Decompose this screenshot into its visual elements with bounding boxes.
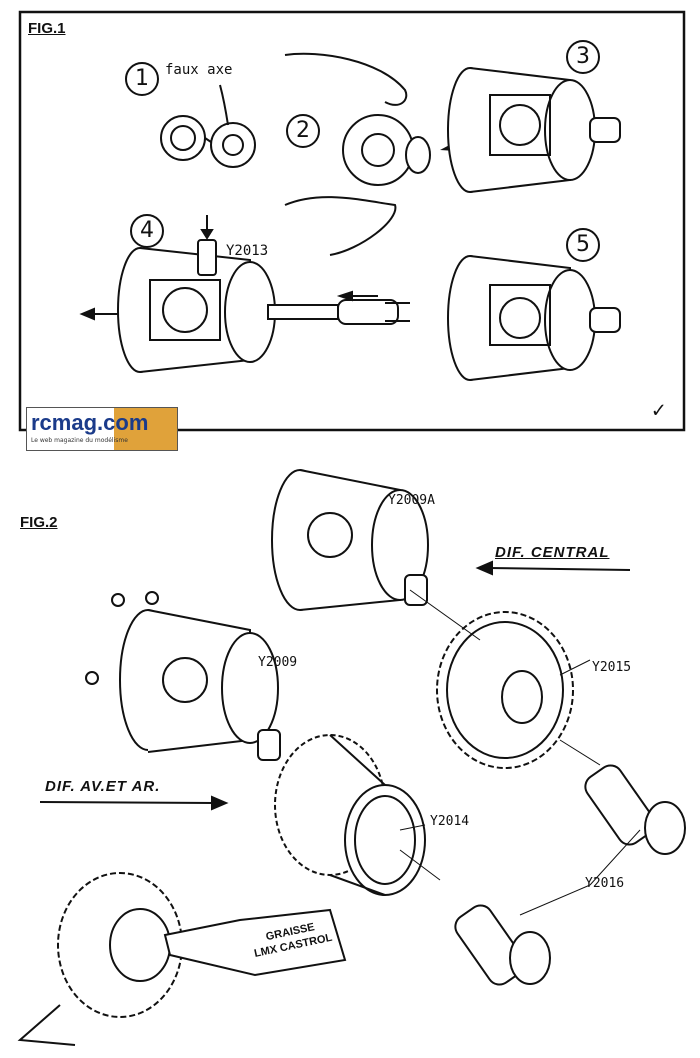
logo-text: rcmag.com [31,410,149,435]
part-label-y2009a: Y2009A [388,493,435,508]
step1-drawing [160,84,256,168]
step-5-number: 5 [566,228,600,262]
logo-subtitle: Le web magazine du modélisme [31,437,128,444]
grease-drawing [17,872,347,1046]
dif-av-ar-label: DIF. AV.ET AR. [45,778,161,795]
step-1-number: 1 [125,62,159,96]
dif-arrows [39,560,631,811]
faux-axe-label: faux axe [165,62,233,78]
dif-central-label: DIF. CENTRAL [495,544,610,561]
part-y2014-drawing [274,734,426,896]
rcmag-logo: rcmag.com Le web magazine du modélisme [26,407,178,451]
step-4-number: 4 [130,214,164,248]
check-mark: ✓ [652,398,666,423]
part-label-y2014: Y2014 [430,814,470,829]
step4-drawing [79,215,410,373]
step-2-number: 2 [286,114,320,148]
part-label-y2009: Y2009 [258,655,298,670]
part-y2015-drawing [436,611,574,769]
fig1-title: FIG.1 [28,20,66,37]
leader-lines [399,589,641,916]
fig2-title: FIG.2 [20,514,58,531]
step5-drawing [447,255,621,381]
step3-drawing [447,67,621,193]
part-y2009-drawing [85,591,281,761]
part-label-y2013: Y2013 [226,243,269,259]
part-label-y2015: Y2015 [592,660,632,675]
step2-drawing [284,52,431,256]
part-y2009a-drawing [271,469,429,611]
part-y2016-drawing [454,764,686,986]
part-label-y2016: Y2016 [585,876,625,891]
step-3-number: 3 [566,40,600,74]
fig1-frame [18,10,686,432]
